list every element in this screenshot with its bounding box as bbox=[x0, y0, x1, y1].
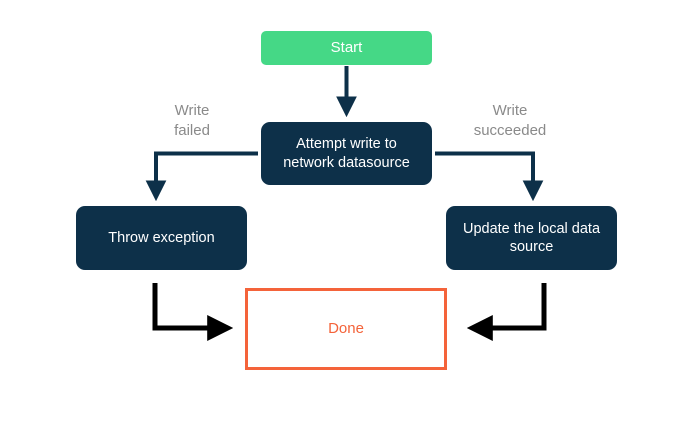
edge-label-write-succeeded: Write succeeded bbox=[473, 102, 547, 139]
node-attempt-write-label: Attempt write to network datasource bbox=[283, 136, 410, 171]
node-attempt-write[interactable]: Attempt write to network datasource bbox=[261, 122, 432, 185]
edge-attempt-to-update bbox=[435, 151, 544, 202]
edge-throw-to-done bbox=[152, 283, 234, 341]
node-throw-exception-label: Throw exception bbox=[108, 229, 215, 246]
node-update-local-data-source[interactable]: Update the local data source bbox=[446, 206, 617, 270]
node-done[interactable]: Done bbox=[245, 288, 447, 370]
node-start[interactable]: Start bbox=[261, 31, 432, 65]
edge-attempt-to-throw bbox=[145, 151, 258, 202]
edge-label-write-failed: Write failed bbox=[174, 102, 210, 139]
edge-update-to-done bbox=[466, 283, 547, 341]
node-start-label: Start bbox=[330, 38, 363, 56]
node-update-local-data-source-label: Update the local data source bbox=[462, 220, 601, 255]
node-done-label: Done bbox=[328, 319, 364, 337]
node-throw-exception[interactable]: Throw exception bbox=[76, 206, 247, 270]
